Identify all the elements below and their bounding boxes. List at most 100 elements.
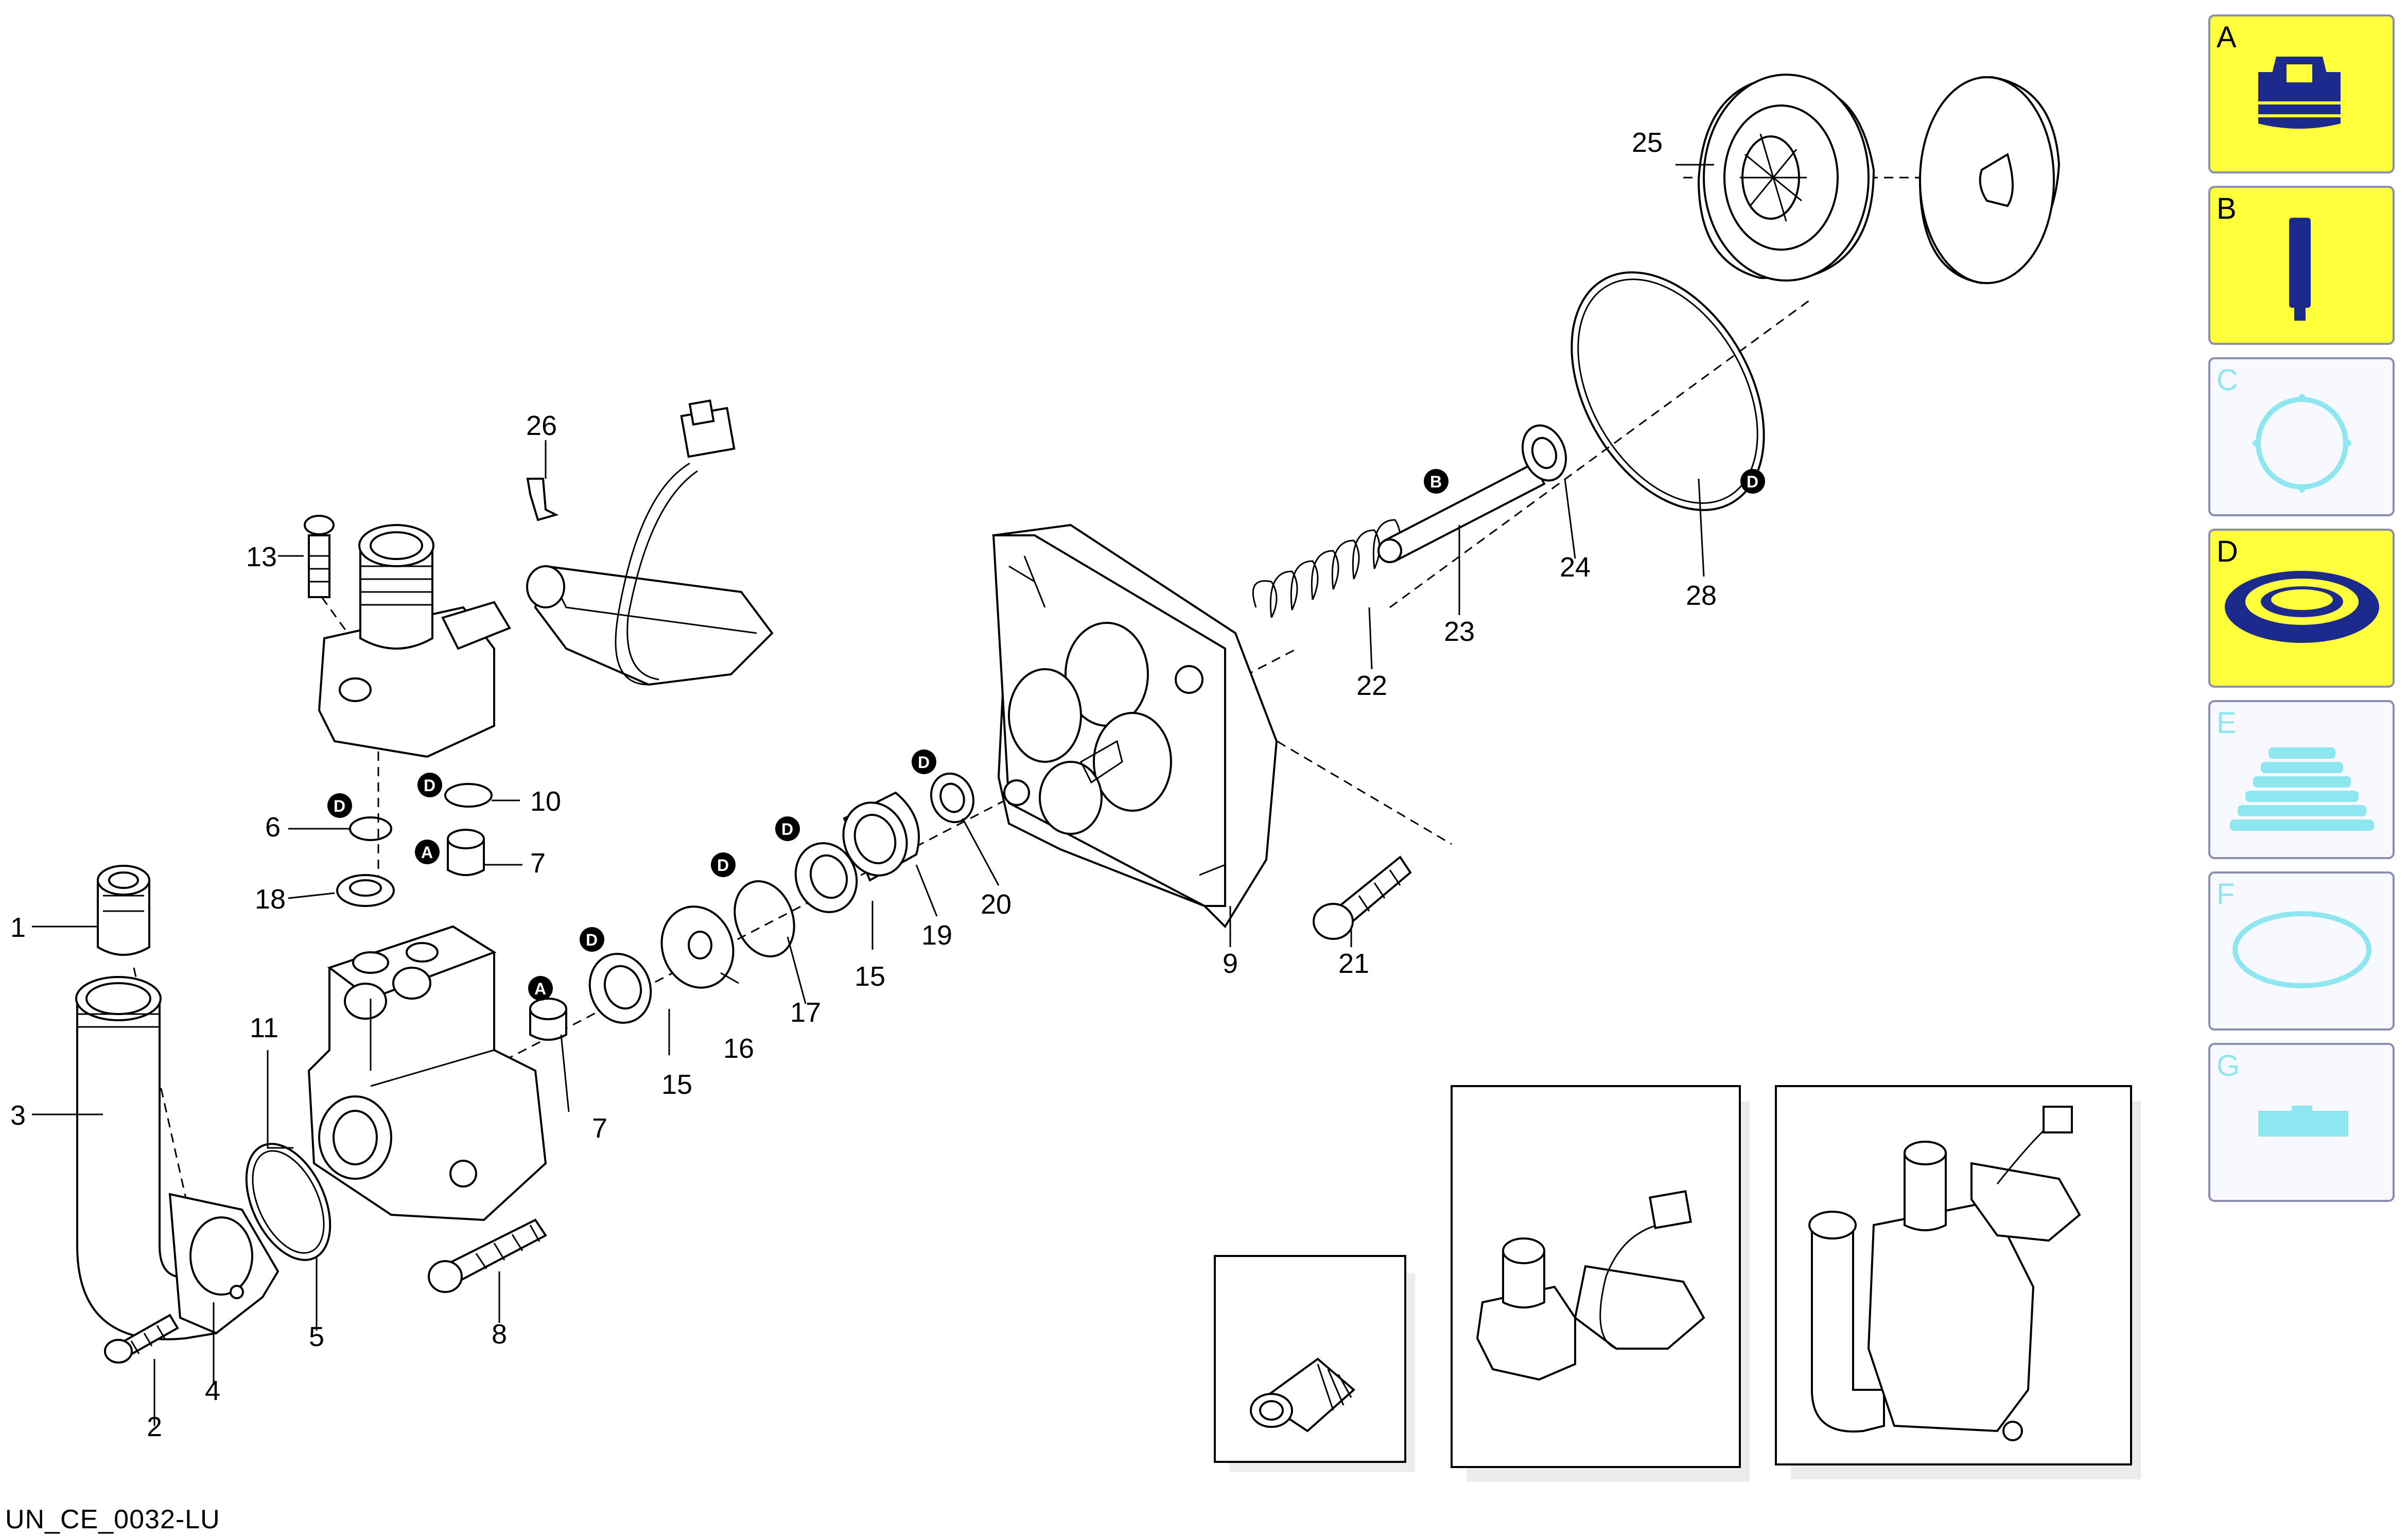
legend-panel-letter: G xyxy=(2217,1049,2240,1083)
part-18-seal xyxy=(336,874,395,907)
badge-d-15-lower: D xyxy=(580,927,604,952)
part-7-nut-lower xyxy=(529,998,567,1041)
legend-panel-letter: E xyxy=(2217,706,2237,740)
callout-20: 20 xyxy=(981,889,1011,920)
callout-1: 1 xyxy=(10,912,26,943)
svg-text:D: D xyxy=(424,776,435,795)
part-17-o-ring xyxy=(734,880,795,957)
svg-text:B: B xyxy=(1430,473,1442,491)
callout-25: 25 xyxy=(1632,127,1663,158)
part-28-o-ring xyxy=(1571,271,1765,511)
callout-3: 3 xyxy=(10,1100,26,1131)
callout-7-lower: 7 xyxy=(592,1113,607,1144)
part-2-screw xyxy=(104,1314,179,1364)
part-pressure-switch-body xyxy=(318,524,511,758)
part-24-valve-seal xyxy=(1521,424,1567,482)
seal-ring-icon xyxy=(2225,571,2379,643)
nut-icon xyxy=(2258,57,2341,129)
bar-icon xyxy=(2258,1106,2348,1137)
callout-17: 17 xyxy=(790,997,821,1028)
callout-23: 23 xyxy=(1444,616,1475,647)
legend-panel-frame xyxy=(2208,357,2395,516)
legend-panel-a: A xyxy=(2208,14,2395,173)
legend-panel-frame xyxy=(2208,871,2395,1031)
callout-24: 24 xyxy=(1560,552,1591,583)
badge-d-17: D xyxy=(711,852,736,877)
svg-text:D: D xyxy=(717,856,729,875)
badge-d-28: D xyxy=(1740,469,1765,494)
pin-icon xyxy=(2289,218,2311,321)
badge-d-10: D xyxy=(417,773,442,797)
part-4-flange xyxy=(168,1193,280,1335)
part-11-valve-housing xyxy=(307,925,547,1221)
assembly-axis-tank xyxy=(1389,298,1812,608)
drawing-code: UN_CE_0032-LU xyxy=(5,1505,220,1534)
gasket-icon xyxy=(2253,394,2351,493)
svg-text:D: D xyxy=(1747,473,1758,491)
part-5-o-ring xyxy=(245,1143,331,1261)
callout-5: 5 xyxy=(309,1321,324,1352)
callout-19: 19 xyxy=(921,920,952,951)
reference-badges: D D A A D D D D B D xyxy=(327,469,1765,1001)
badge-d-20: D xyxy=(912,749,936,774)
legend-panel-b: B xyxy=(2208,186,2395,345)
part-21-bolt xyxy=(1313,856,1412,940)
inset-27-tap-adapter xyxy=(1214,1255,1415,1472)
badge-d-6: D xyxy=(327,793,352,818)
callout-10: 10 xyxy=(530,786,561,817)
callout-21: 21 xyxy=(1338,948,1369,979)
callout-9: 9 xyxy=(1223,948,1238,979)
part-16-washer xyxy=(660,905,735,989)
part-10-o-ring xyxy=(444,783,493,808)
bellows-icon xyxy=(2230,747,2374,831)
part-5-o-ring-inner xyxy=(252,1150,325,1254)
part-3-elbow-pipe xyxy=(75,976,217,1340)
legend-panel-letter: C xyxy=(2217,363,2238,397)
badge-b-23: B xyxy=(1424,469,1449,494)
callout-16: 16 xyxy=(723,1033,754,1064)
inset-14-pressure-switch xyxy=(1451,1085,1750,1482)
svg-text:D: D xyxy=(918,753,930,772)
part-15-seal-lower xyxy=(588,953,652,1024)
part-7-nut-upper xyxy=(447,829,485,876)
callout-18: 18 xyxy=(255,884,286,915)
part-19-bushing xyxy=(842,791,920,882)
part-20-seal xyxy=(930,772,975,824)
callout-28: 28 xyxy=(1686,580,1717,611)
part-23-pin xyxy=(1377,462,1546,563)
part-26-clip xyxy=(526,478,559,521)
o-ring-icon xyxy=(2232,911,2371,988)
legend-panel-letter: F xyxy=(2217,878,2235,911)
part-22-spring xyxy=(1252,519,1401,618)
callout-22: 22 xyxy=(1356,670,1387,701)
legend-panel-letter: B xyxy=(2217,192,2237,225)
part-1-fitting xyxy=(97,865,150,956)
legend-panel-c: C xyxy=(2208,357,2395,516)
part-15-seal-upper xyxy=(794,842,858,913)
callout-6: 6 xyxy=(265,812,281,843)
assembly-axis-bolt xyxy=(1250,725,1452,845)
callout-26: 26 xyxy=(526,410,557,441)
part-13-screw xyxy=(304,515,335,598)
callout-8: 8 xyxy=(492,1319,507,1350)
callout-4: 4 xyxy=(205,1375,220,1406)
legend-panel-letter: A xyxy=(2217,21,2237,54)
legend-panel-d: D xyxy=(2208,529,2395,688)
badge-d-15-upper: D xyxy=(775,816,800,841)
legend-panel-f: F xyxy=(2208,871,2395,1031)
part-28-o-ring-inner xyxy=(1577,278,1758,504)
legend-panel-e: E xyxy=(2208,700,2395,859)
legend-column: A B C D E F G xyxy=(2208,14,2395,1202)
part-25-pump-head xyxy=(1697,74,2061,285)
callout-15-upper: 15 xyxy=(854,961,885,992)
callout-7-upper: 7 xyxy=(530,848,546,879)
badge-a-7-upper: A xyxy=(415,840,440,864)
svg-text:D: D xyxy=(586,931,598,949)
callout-11: 11 xyxy=(250,1013,278,1043)
callout-15-lower: 15 xyxy=(661,1069,692,1100)
callout-13: 13 xyxy=(246,542,277,572)
part-9-pump-housing xyxy=(991,523,1278,929)
svg-text:D: D xyxy=(334,797,345,815)
callout-leaders xyxy=(32,164,1885,1426)
legend-panel-letter: D xyxy=(2217,535,2238,568)
